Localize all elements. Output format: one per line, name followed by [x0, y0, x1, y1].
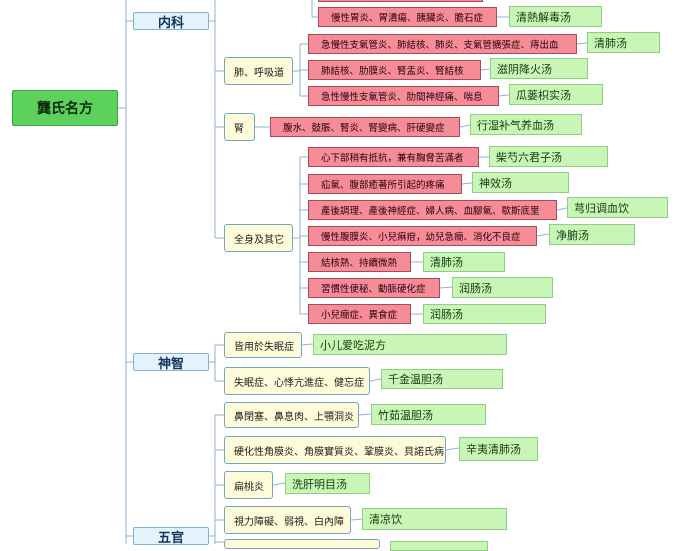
- category-wuguan[interactable]: 五官: [133, 527, 209, 545]
- disease-d2[interactable]: 急慢性支氣管炎、肺結核、肺炎、支氣管擴張症、痔出血: [308, 34, 577, 54]
- root-node[interactable]: 龔氏名方: [12, 90, 118, 126]
- remedy-r3[interactable]: 滋阴降火汤: [490, 58, 588, 79]
- remedy-r10[interactable]: 清肺汤: [423, 252, 505, 272]
- group-shimian2[interactable]: 失眠症、心悸亢進症、健忘症: [224, 367, 370, 395]
- disease-d12[interactable]: 小兒癇症、異食症: [308, 304, 411, 324]
- disease-d6[interactable]: 心下部稍有抵抗，兼有胸脅苦滿者: [308, 147, 479, 167]
- disease-d7[interactable]: 疝氣、腹部癒著所引起的疼痛: [308, 174, 462, 194]
- category-shenzhi[interactable]: 神智: [133, 353, 209, 371]
- group-yingbian[interactable]: 硬化性角膜炎、角膜實質炎、鞏膜炎、貝諾氏病: [224, 436, 446, 464]
- group-bi[interactable]: 鼻閉塞、鼻息肉、上顎洞炎: [224, 402, 359, 428]
- disease-d8[interactable]: 產後調理、產後神經症、婦人病、血腳氣、歇斯底里: [308, 200, 557, 220]
- remedy-partial-bottom[interactable]: [390, 541, 488, 551]
- group-partial-bottom[interactable]: [224, 539, 380, 549]
- disease-d5[interactable]: 腹水、鼓脹、腎炎、腎變病、肝硬變症: [270, 117, 460, 137]
- remedy-r7[interactable]: 神效汤: [472, 172, 569, 193]
- group-biantao[interactable]: 扁桃炎: [224, 471, 273, 499]
- remedy-r14[interactable]: 千金温胆汤: [381, 369, 503, 389]
- remedy-r15[interactable]: 竹茹温胆汤: [371, 404, 486, 425]
- remedy-r9[interactable]: 净腑汤: [549, 224, 635, 245]
- disease-d1[interactable]: 慢性胃炎、胃潰瘍、胰臟炎、膽石症: [318, 7, 497, 27]
- disease-partial-top[interactable]: [318, 0, 483, 2]
- remedy-r11[interactable]: 润肠汤: [452, 277, 553, 298]
- remedy-r4[interactable]: 瓜蒌枳实汤: [509, 84, 603, 105]
- group-shimian[interactable]: 皆用於失眠症: [224, 332, 302, 358]
- disease-d9[interactable]: 慢性腹膜炎、小兒痳疳，幼兒急癇、消化不良症: [308, 226, 537, 246]
- disease-d3[interactable]: 肺結核、肋膜炎、腎盂炎、腎結核: [308, 60, 481, 80]
- remedy-r18[interactable]: 清凉饮: [362, 508, 507, 530]
- remedy-r17[interactable]: 洗肝明目汤: [285, 473, 370, 494]
- remedy-r12[interactable]: 润肠汤: [423, 304, 546, 324]
- group-shili[interactable]: 視力障礙、弱視、白內障: [224, 506, 351, 534]
- remedy-r6[interactable]: 柴芍六君子汤: [489, 146, 608, 167]
- remedy-r8[interactable]: 芎归调血饮: [567, 197, 668, 218]
- remedy-r13[interactable]: 小儿爱吃泥方: [313, 334, 507, 355]
- remedy-r5[interactable]: 行湿补气养血汤: [470, 114, 582, 135]
- category-neike[interactable]: 内科: [133, 12, 209, 30]
- disease-d4[interactable]: 急性慢性支氣管炎、肋間神經痛、喘息: [308, 86, 499, 106]
- remedy-r2[interactable]: 清肺汤: [587, 32, 660, 53]
- disease-d11[interactable]: 習慣性便秘、動脈硬化症: [308, 278, 440, 298]
- disease-d10[interactable]: 結核熱、持續微熱: [308, 252, 411, 272]
- group-huxi[interactable]: 肺、呼吸道: [224, 57, 293, 85]
- remedy-r1[interactable]: 清熱解毒汤: [509, 6, 602, 27]
- group-shen[interactable]: 腎: [224, 113, 255, 141]
- group-quanshen[interactable]: 全身及其它: [224, 224, 293, 252]
- remedy-r16[interactable]: 辛夷清肺汤: [459, 437, 538, 461]
